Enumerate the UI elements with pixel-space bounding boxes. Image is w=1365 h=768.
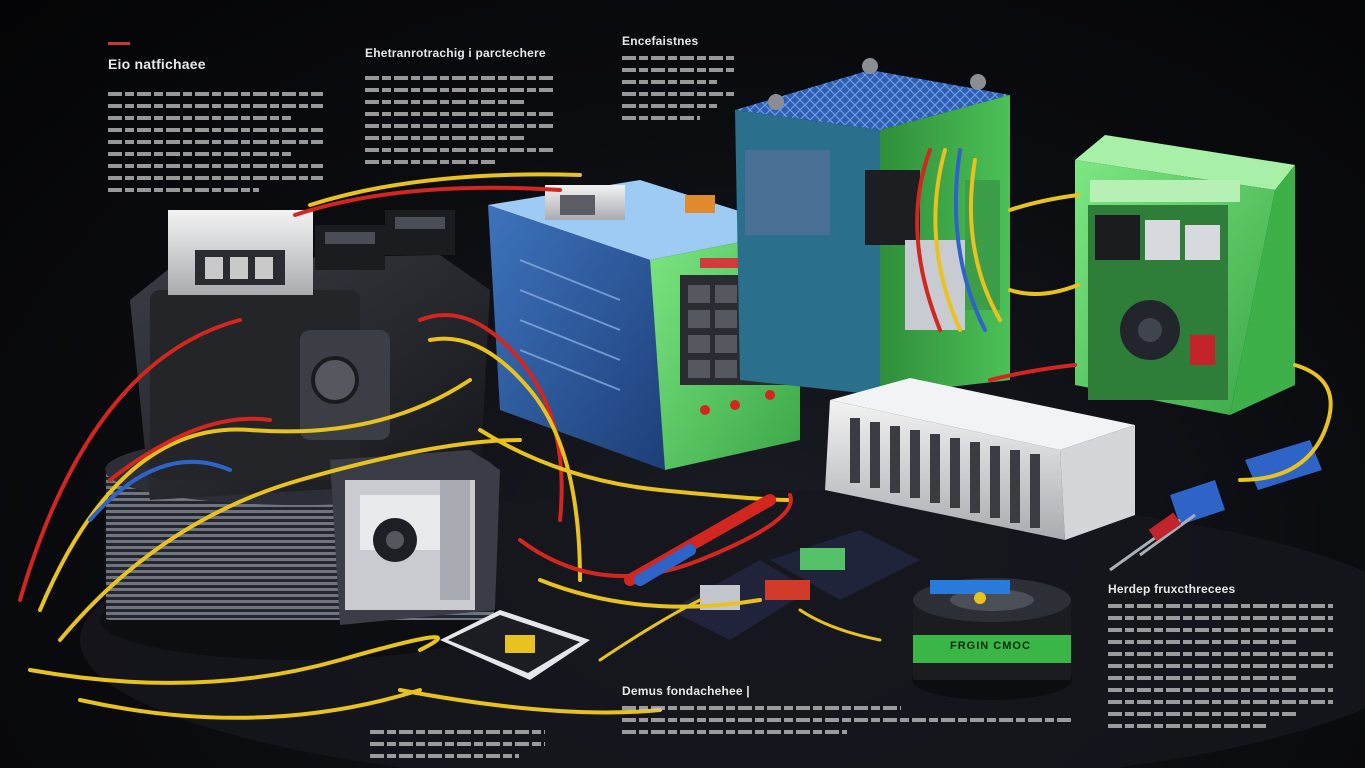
text-line — [108, 140, 323, 144]
caption-title: Demus fondachehee | — [622, 684, 750, 698]
text-line — [365, 100, 527, 104]
text-line — [622, 104, 718, 108]
text-line — [108, 104, 323, 108]
text-line — [365, 112, 555, 116]
text-line — [370, 754, 519, 758]
grey-junction-box — [330, 450, 500, 625]
text-line — [622, 80, 718, 84]
text-line — [108, 176, 323, 180]
text-line — [1108, 616, 1333, 620]
blue-green-enclosure — [488, 180, 800, 470]
text-line — [365, 160, 498, 164]
text-line — [622, 116, 701, 120]
text-line — [1108, 652, 1333, 656]
text-line — [1108, 628, 1333, 632]
text-line — [1108, 700, 1333, 704]
toroid-label: FRGIN CMOC — [950, 640, 1031, 652]
text-line — [370, 742, 545, 746]
text-line — [1108, 712, 1300, 716]
toroid-label-text: FRGIN CMOC — [950, 640, 1031, 652]
text-line — [1108, 640, 1300, 644]
text-line — [622, 68, 734, 72]
caption-bottom-left — [370, 730, 545, 766]
text-line — [365, 148, 555, 152]
green-enclosure-with-fan — [735, 58, 1010, 395]
white-heatsink — [825, 378, 1135, 540]
text-line — [365, 136, 527, 140]
text-line — [622, 56, 734, 60]
text-line — [622, 92, 734, 96]
caption-title: Ehetranrotrachig i parctechere — [365, 46, 546, 60]
text-line — [622, 706, 901, 710]
caption-title: Encefaistnes — [622, 34, 699, 48]
caption-accent — [108, 42, 130, 45]
text-line — [1108, 688, 1333, 692]
text-line — [108, 116, 291, 120]
green-toroid — [912, 578, 1072, 700]
text-line — [1108, 664, 1333, 668]
caption-title: Herdep fruxcthrecees — [1108, 582, 1236, 596]
text-line — [108, 92, 323, 96]
text-line — [370, 730, 545, 734]
text-line — [108, 164, 323, 168]
text-line — [108, 128, 323, 132]
text-line — [1108, 676, 1300, 680]
text-line — [622, 718, 1072, 722]
text-line — [1108, 724, 1266, 728]
caption-bottom-right: Herdep fruxcthrecees — [1108, 582, 1333, 736]
text-line — [365, 76, 555, 80]
caption-top-center: Ehetranrotrachig i parctechere — [365, 46, 555, 172]
text-line — [108, 188, 259, 192]
text-line — [622, 730, 847, 734]
text-line — [1108, 604, 1333, 608]
green-pcb-enclosure — [1075, 135, 1295, 415]
caption-top-left: Eio natfichaee — [108, 56, 323, 200]
text-line — [365, 88, 555, 92]
caption-bottom-center: Demus fondachehee | — [622, 684, 1072, 742]
text-line — [108, 152, 291, 156]
black-power-module — [130, 210, 490, 500]
caption-top-right: Encefaistnes — [622, 34, 734, 128]
text-line — [365, 124, 555, 128]
wiring-harness — [18, 148, 1333, 720]
pcb-modules — [440, 530, 920, 680]
caption-title: Eio natfichaee — [108, 56, 206, 72]
